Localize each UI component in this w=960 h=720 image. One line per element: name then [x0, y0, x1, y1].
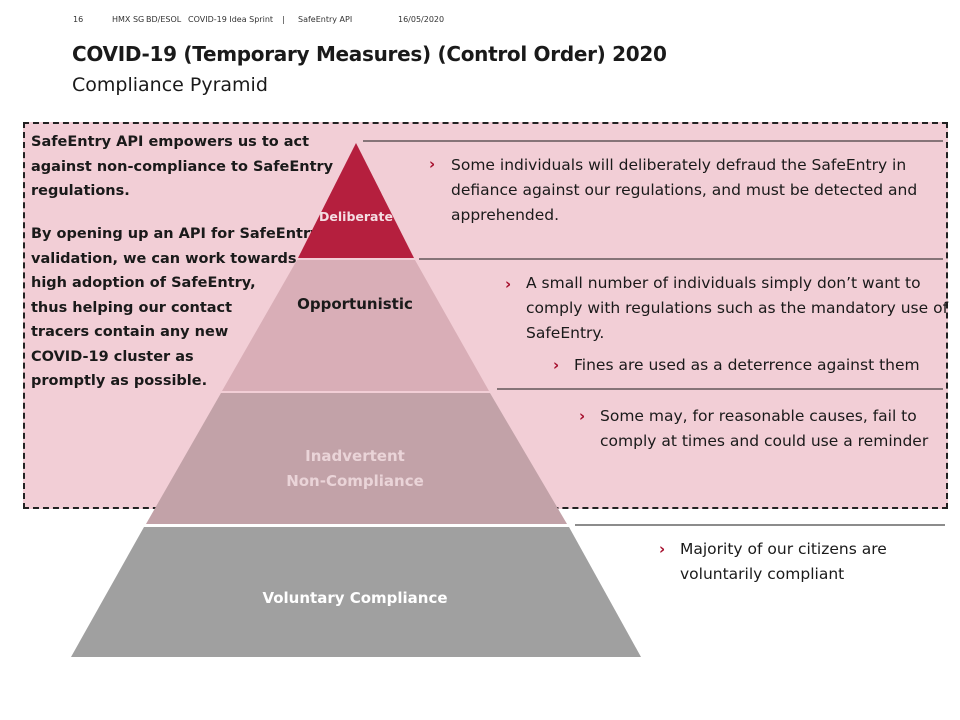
bullet-line: Some individuals will deliberately defra… [451, 156, 907, 174]
bullet-line: Majority of our citizens are [680, 540, 887, 558]
left-panel-line: COVID-19 cluster as [31, 348, 194, 365]
page-subtitle: Compliance Pyramid [72, 74, 268, 96]
chevron-right-icon: › [553, 356, 560, 374]
bullet-line: voluntarily compliant [680, 565, 845, 583]
bullet-voluntary: Majority of our citizens are voluntarily… [680, 537, 887, 587]
left-panel-para2: By opening up an API for SafeEntry valid… [31, 222, 320, 394]
left-panel-line: By opening up an API for SafeEntry [31, 226, 320, 242]
bullet-line: comply with regulations such as the mand… [526, 299, 949, 317]
left-panel-line: regulations. [31, 183, 130, 199]
left-panel-para1: SafeEntry API empowers us to act against… [31, 130, 333, 204]
bullet-line: A small number of individuals simply don… [526, 274, 921, 292]
page-title: COVID-19 (Temporary Measures) (Control O… [72, 42, 667, 66]
bullet-line: comply at times and could use a reminder [600, 432, 929, 450]
header-separator: | [282, 15, 285, 24]
header-meta: 16 HMX SG BD/ESOL COVID-19 Idea Sprint |… [0, 15, 960, 27]
bullet-inadvertent: Some may, for reasonable causes, fail to… [600, 404, 928, 454]
tier-label-voluntary: Voluntary Compliance [262, 589, 448, 607]
org-name: HMX SG [112, 15, 145, 24]
bullet-line: defiance against our regulations, and mu… [451, 181, 918, 199]
bullet-deliberate: Some individuals will deliberately defra… [451, 153, 917, 228]
event-name: COVID-19 Idea Sprint [188, 15, 274, 24]
project-name: SafeEntry API [298, 15, 353, 24]
chevron-right-icon: › [579, 407, 586, 425]
dept-name: BD/ESOL [146, 15, 182, 24]
left-panel-line: promptly as possible. [31, 373, 208, 389]
bullet-opportunistic-sub: Fines are used as a deterrence against t… [574, 356, 920, 374]
bullet-line: Some may, for reasonable causes, fail to [600, 407, 917, 425]
bullet-line: apprehended. [451, 206, 560, 224]
tier-label-line: Non-Compliance [286, 472, 424, 490]
left-panel-line: validation, we can work towards [31, 250, 297, 267]
left-panel-line: tracers contain any new [31, 324, 229, 340]
tier-deliberate-shape [298, 143, 414, 258]
left-panel-line: against non-compliance to SafeEntry [31, 158, 334, 175]
tier-inadvertent-shape [146, 393, 567, 524]
page-number: 16 [73, 15, 84, 24]
chevron-right-icon: › [659, 540, 666, 558]
left-panel-line: thus helping our contact [31, 299, 233, 316]
tier-label-opportunistic: Opportunistic [297, 295, 413, 313]
left-panel-line: high adoption of SafeEntry, [31, 275, 256, 291]
tier-opportunistic-shape [222, 260, 489, 391]
bullet-opportunistic: A small number of individuals simply don… [526, 271, 948, 346]
tier-voluntary-shape [71, 527, 641, 657]
chevron-right-icon: › [429, 155, 436, 173]
tier-label-line: Inadvertent [305, 447, 405, 465]
tier-label-deliberate: Deliberate [319, 209, 393, 224]
left-panel-line: SafeEntry API empowers us to act [31, 134, 310, 150]
header-date: 16/05/2020 [398, 15, 445, 24]
bullet-line: SafeEntry. [526, 324, 605, 342]
chevron-right-icon: › [505, 275, 512, 293]
tier-label-inadvertent: Inadvertent Non-Compliance [255, 444, 455, 494]
